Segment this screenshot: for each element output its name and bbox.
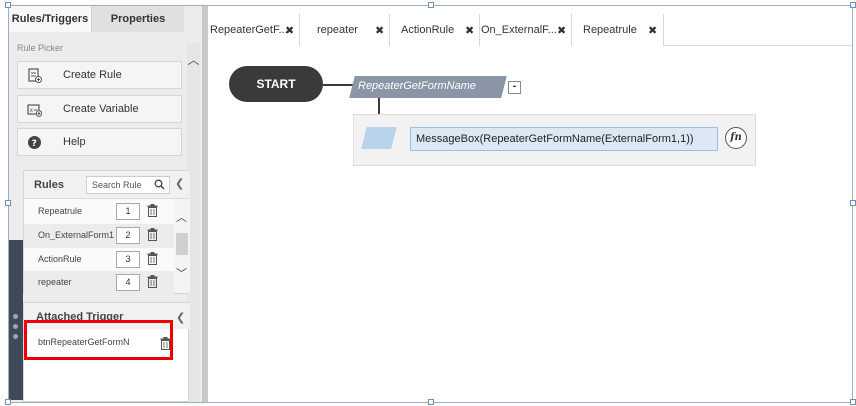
drag-dot: [13, 324, 18, 329]
rule-order-input[interactable]: 3: [116, 251, 140, 268]
action-expression-input[interactable]: MessageBox(RepeaterGetFormName(ExternalF…: [410, 127, 718, 151]
editor-tab[interactable]: Repeatrule ✖: [572, 14, 664, 46]
editor-tab[interactable]: repeater ✖: [300, 14, 390, 46]
resize-handle[interactable]: [428, 2, 434, 8]
resize-handle[interactable]: [5, 200, 11, 206]
drag-dot: [13, 334, 18, 339]
trigger-item-name[interactable]: btnRepeaterGetFormN: [38, 337, 130, 347]
close-icon[interactable]: ✖: [557, 25, 567, 37]
help-button[interactable]: ? Help: [17, 128, 182, 156]
rule-item-name: repeater: [38, 277, 72, 287]
editor-tab-label: On_ExternalF...: [481, 24, 557, 36]
editor-tab[interactable]: RepeaterGetF... ✖: [208, 14, 300, 46]
trash-icon[interactable]: [147, 228, 158, 241]
search-rule-placeholder: Search Rule: [92, 180, 142, 190]
rule-order-input[interactable]: 1: [116, 203, 140, 220]
chevron-up-icon[interactable]: ︿: [176, 212, 187, 224]
rule-editor: RepeaterGetF... ✖ repeater ✖ ActionRule …: [208, 6, 852, 403]
trash-icon[interactable]: [147, 252, 158, 265]
trash-icon[interactable]: [147, 275, 158, 288]
resize-handle[interactable]: [428, 399, 434, 405]
trash-icon[interactable]: [147, 204, 158, 217]
action-block: MessageBox(RepeaterGetFormName(ExternalF…: [353, 114, 756, 166]
left-panel-scrollbar[interactable]: ︿: [187, 43, 200, 403]
chevron-down-icon[interactable]: ﹀: [176, 268, 187, 280]
create-rule-button[interactable]: Create Rule: [17, 61, 182, 89]
editor-tab[interactable]: On_ExternalF... ✖: [480, 14, 572, 46]
search-rule-input[interactable]: Search Rule: [86, 176, 170, 194]
function-icon[interactable]: fn: [725, 127, 747, 149]
close-icon[interactable]: ✖: [648, 25, 658, 37]
editor-tab-label: ActionRule: [401, 24, 455, 36]
scroll-thumb[interactable]: [176, 233, 188, 255]
function-name-label: RepeaterGetFormName: [358, 80, 476, 92]
rules-title: Rules: [34, 179, 64, 191]
create-rule-label: Create Rule: [63, 69, 122, 81]
close-icon[interactable]: ✖: [375, 25, 385, 37]
left-panel: Rules/Triggers Properties Rule Picker ︿ …: [9, 6, 202, 403]
action-handle[interactable]: [361, 127, 397, 149]
tab-rules-triggers[interactable]: Rules/Triggers: [9, 6, 92, 32]
help-icon: ?: [28, 136, 41, 149]
editor-tab[interactable]: ActionRule ✖: [390, 14, 480, 46]
create-variable-button[interactable]: x= Create Variable: [17, 95, 182, 123]
close-icon[interactable]: ✖: [285, 25, 295, 37]
rule-item-name: Repeatrule: [38, 206, 83, 216]
attached-trigger-panel: Attached Trigger ❮ btnRepeaterGetFormN: [23, 302, 190, 402]
rule-item-row[interactable]: ActionRule 3: [24, 248, 174, 272]
connector-line: [323, 84, 359, 86]
tab-properties[interactable]: Properties: [92, 6, 184, 32]
rule-picker-label: Rule Picker: [17, 43, 64, 53]
rule-item-name: On_ExternalForm1: [38, 230, 115, 240]
create-rule-icon: [28, 68, 42, 83]
resize-handle[interactable]: [850, 399, 856, 405]
svg-text:?: ?: [32, 139, 37, 149]
svg-text:x=: x=: [30, 107, 39, 114]
scroll-up-icon[interactable]: ︿: [187, 53, 200, 67]
connector-line: [378, 98, 380, 122]
editor-tab-label: repeater: [317, 24, 358, 36]
help-label: Help: [63, 136, 86, 148]
rules-header: Rules Search Rule ❮: [24, 171, 190, 199]
side-drawer-handle[interactable]: [9, 240, 23, 400]
rule-item-name: ActionRule: [38, 254, 82, 264]
rule-item-row[interactable]: Repeatrule 1: [24, 200, 174, 224]
resize-handle[interactable]: [5, 399, 11, 405]
create-variable-label: Create Variable: [63, 103, 139, 115]
panel-tabs: Rules/Triggers Properties: [9, 6, 202, 32]
trash-icon[interactable]: [160, 337, 171, 350]
resize-handle[interactable]: [850, 200, 856, 206]
close-icon[interactable]: ✖: [465, 25, 475, 37]
attached-trigger-header: Attached Trigger ❮: [24, 303, 190, 329]
resize-handle[interactable]: [850, 2, 856, 8]
rule-item-row[interactable]: repeater 4: [24, 271, 174, 295]
rule-order-input[interactable]: 4: [116, 274, 140, 291]
rules-scrollbar[interactable]: ︿ ﹀: [174, 199, 190, 293]
editor-tab-bar: RepeaterGetF... ✖ repeater ✖ ActionRule …: [208, 14, 852, 46]
rules-list-panel: Rules Search Rule ❮ Repeatrule 1: [23, 170, 190, 295]
chevron-left-icon[interactable]: ❮: [175, 178, 185, 190]
attached-trigger-title: Attached Trigger: [36, 311, 124, 323]
drag-dot: [13, 314, 18, 319]
start-node[interactable]: START: [229, 66, 323, 102]
create-variable-icon: x=: [27, 104, 42, 117]
search-icon[interactable]: [154, 179, 165, 190]
editor-tab-label: RepeaterGetF...: [210, 24, 288, 36]
chevron-left-icon[interactable]: ❮: [176, 312, 186, 324]
rule-item-row[interactable]: On_ExternalForm1 2: [24, 224, 174, 248]
resize-handle[interactable]: [5, 2, 11, 8]
rule-order-input[interactable]: 2: [116, 227, 140, 244]
panel-splitter[interactable]: [202, 6, 208, 403]
collapse-button[interactable]: -: [508, 81, 521, 94]
editor-tab-label: Repeatrule: [583, 24, 637, 36]
